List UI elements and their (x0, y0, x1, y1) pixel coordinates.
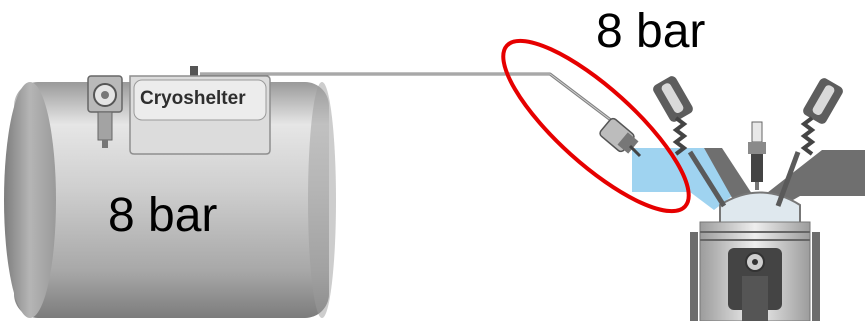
spark-plug (748, 122, 766, 190)
cryoshelter-logo-text: Cryoshelter (140, 88, 246, 110)
engine-cross-section (632, 74, 865, 321)
injection-pressure-label: 8 bar (596, 8, 705, 56)
piston (700, 222, 810, 321)
tank-pressure-label: 8 bar (108, 192, 217, 240)
tank-end-cap (4, 82, 56, 318)
fuel-injector (598, 117, 640, 156)
